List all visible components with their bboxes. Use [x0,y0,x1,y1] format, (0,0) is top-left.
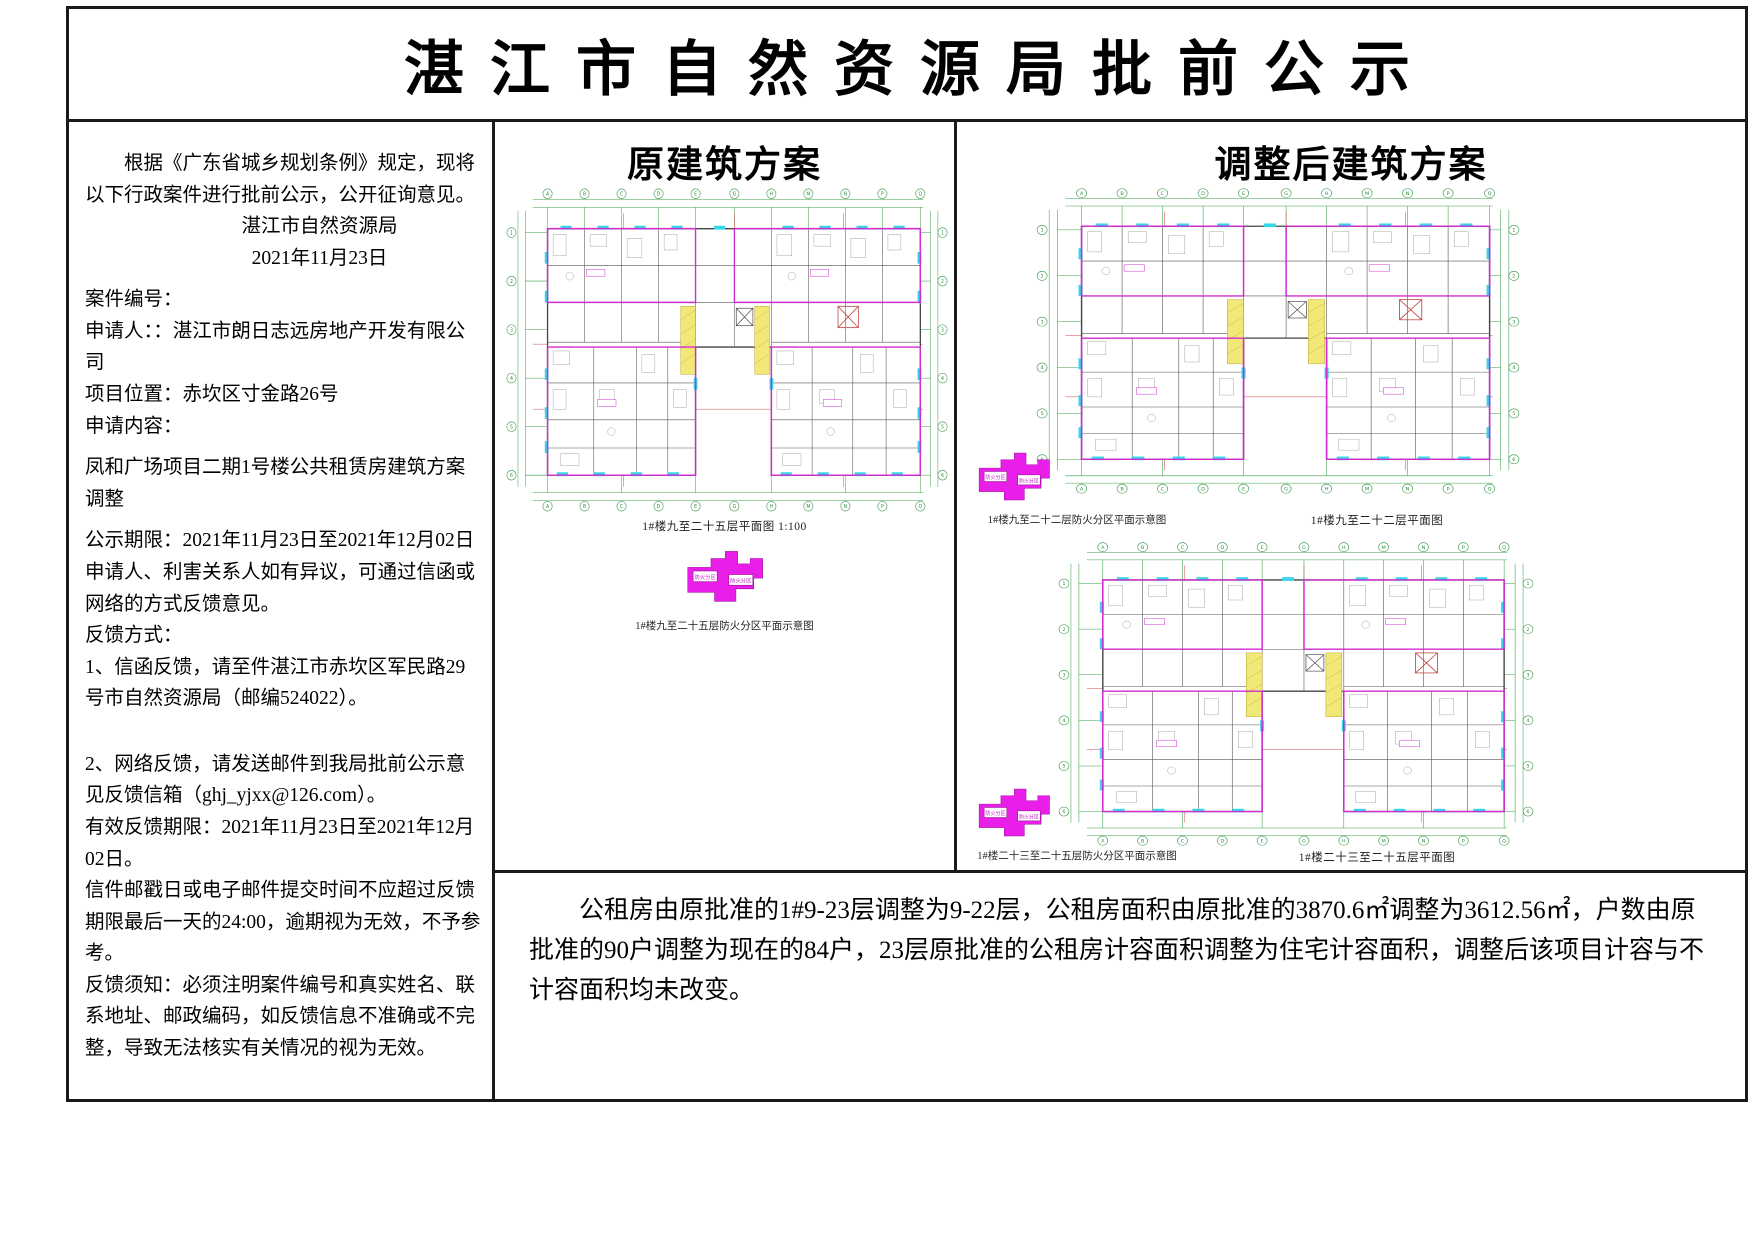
notice-panel: 根据《广东省城乡规划条例》规定，现将以下行政案件进行批前公示，公开征询意见。 湛… [69,122,495,1099]
original-plan-header: 原建筑方案 [627,145,822,186]
notice-notes: 反馈须知：必须注明案件编号和真实姓名、联系地址、邮政编码，如反馈信息不准确或不完… [85,974,476,1060]
original-plan-caption: 1#楼九至二十五层平面图 1:100 [642,521,807,533]
notice-authority: 湛江市自然资源局 [241,216,398,238]
floor-plan-adjusted-bottom [1057,538,1535,848]
notice-valid-period: 有效反馈期限：2021年11月23日至2021年12月02日。 [85,816,475,870]
keyplan-label: 防火分区 [1019,813,1039,820]
notice-date: 2021年11月23日 [251,247,388,269]
summary-panel: 公租房由原批准的1#9-23层调整为9-22层，公租房面积由原批准的3870.6… [495,870,1745,1099]
floor-plan-original [505,184,949,514]
plans-and-summary: 原建筑方案 1#楼九至二十五层平面图 1:100 [495,122,1745,1099]
notice-feedback-web: 2、网络反馈，请发送邮件到我局批前公示意见反馈信箱（ghj_yjxx@126.c… [85,753,466,807]
keyplan-label-boxes [983,807,1041,822]
adjusted-bottom-key-caption: 1#楼二十三至二十五层防火分区平面示意图 [977,851,1177,862]
fire-keyplan-original: 防火分区 防火分区 [687,551,763,602]
adjusted-bottom-plan-caption: 1#楼二十三至二十五层平面图 [1298,852,1456,864]
keyplan-mass [978,788,1050,837]
body-row: 根据《广东省城乡规划条例》规定，现将以下行政案件进行批前公示，公开征询意见。 湛… [69,122,1745,1099]
notice-intro: 根据《广东省城乡规划条例》规定，现将以下行政案件进行批前公示，公开征询意见。 [85,153,476,206]
adjusted-top-plan-caption: 1#楼九至二十二层平面图 [1310,515,1444,527]
adjusted-top-key-caption: 1#楼九至二十二层防火分区平面示意图 [987,515,1167,526]
notice-feedback-label: 反馈方式： [85,625,183,647]
notice-content: 凤和广场项目二期1号楼公共租赁房建筑方案调整 [85,457,466,510]
keyplan-mass [978,452,1050,501]
keyplan-label-boxes [692,570,754,586]
notice-objection: 申请人、利害关系人如有异议，可通过信函或网络的方式反馈意见。 [85,561,476,615]
floor-plan-adjusted-top [1035,184,1521,496]
notice-deadline: 信件邮戳日或电子邮件提交时间不应超过反馈期限最后一天的24:00，逾期视为无效，… [85,880,481,965]
summary-text: 公租房由原批准的1#9-23层调整为9-22层，公租房面积由原批准的3870.6… [529,897,1705,1004]
keyplan-label: 防火分区 [1019,477,1039,484]
adjusted-plan-header: 调整后建筑方案 [1214,145,1488,186]
page-title: 湛江市自然资源局批前公示 [404,35,1436,103]
fire-keyplan-adjusted-top: 防火分区 防火分区 [978,452,1050,501]
notice-case-no: 案件编号： [85,289,183,311]
original-key-caption: 1#楼九至二十五层防火分区平面示意图 [635,621,814,632]
keyplan-label-boxes [983,471,1041,486]
keyplan-label: 防火分区 [985,810,1005,817]
notice-feedback-mail: 1、信函反馈，请至件湛江市赤坎区军民路29号市自然资源局（邮编524022）。 [85,656,466,710]
keyplan-label: 防火分区 [694,573,716,581]
keyplan-mass [687,551,763,602]
fire-keyplan-adjusted-bottom: 防火分区 防火分区 [978,788,1050,837]
notice-applicant: 申请人：：湛江市朗日志远房地产开发有限公司 [85,320,466,374]
adjusted-plan-column: 调整后建筑方案 防火分区 [957,122,1745,870]
original-plan-column: 原建筑方案 1#楼九至二十五层平面图 1:100 [495,122,957,870]
notice-location: 项目位置：赤坎区寸金路26号 [85,384,339,406]
notice-content-label: 申请内容： [85,415,183,437]
notice-period: 公示期限：2021年11月23日至2021年12月02日 [85,530,475,552]
title-bar: 湛江市自然资源局批前公示 [69,9,1745,122]
keyplan-label: 防火分区 [985,474,1005,481]
keyplan-label: 防火分区 [730,577,752,585]
plans-row: 原建筑方案 1#楼九至二十五层平面图 1:100 [495,122,1745,870]
document-frame: 湛江市自然资源局批前公示 根据《广东省城乡规划条例》规定，现将以下行政案件进行批… [66,6,1748,1102]
